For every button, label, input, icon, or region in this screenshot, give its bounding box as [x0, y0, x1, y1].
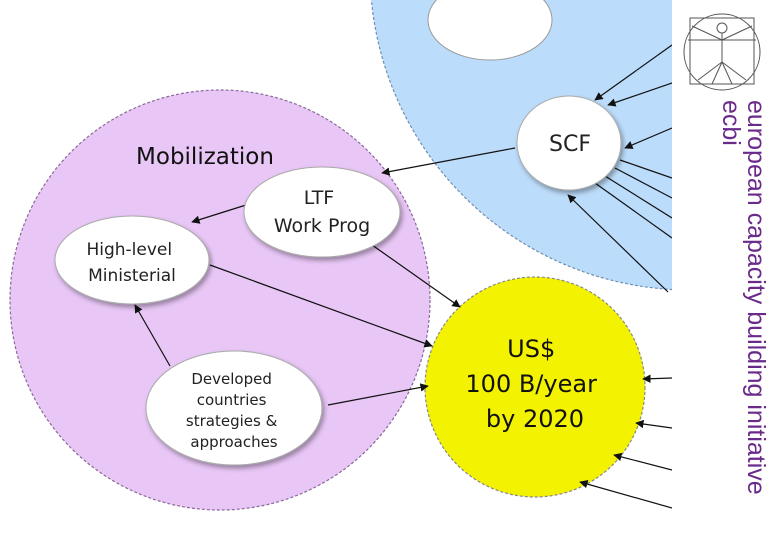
developed-label-line-2: countries [197, 391, 267, 409]
svg-text:SCF: SCF [549, 132, 591, 157]
developed-label-line-3: strategies & [186, 412, 278, 430]
arrow-ltf-to-goal [364, 239, 461, 308]
arrow-scf-to-goal [567, 194, 669, 293]
high-level-node [54, 215, 210, 305]
arrow-ltf-to-high-level [191, 204, 247, 224]
goal-label-line-3: by 2020 [486, 405, 584, 433]
arrow-developed-to-goal [327, 383, 429, 406]
arrow-in-scf-2 [594, 44, 672, 101]
svg-text:Developed countries: Developed countries strategies & approac… [186, 370, 282, 451]
arrow-out-scf-2 [614, 167, 672, 199]
high-level-label-line-1: High-level [86, 240, 172, 260]
svg-text:High-level Ministerial: High-level Ministerial [86, 240, 177, 286]
arrow-out-scf-4 [594, 182, 672, 239]
ltf-node [243, 166, 401, 258]
arrow-high-level-to-goal [209, 264, 433, 348]
arrow-in-goal-1 [642, 374, 672, 383]
arrow-in-scf-1 [607, 82, 672, 107]
arrow-in-goal-2 [635, 419, 672, 429]
developed-node [145, 350, 323, 466]
ltf-label-line-2: Work Prog [274, 215, 370, 237]
arrow-in-goal-4 [579, 480, 672, 509]
ltf-label-line-1: LTF [304, 187, 335, 209]
arrow-scf-to-ltf [381, 147, 516, 176]
scf-label: SCF [549, 132, 591, 157]
brand-name-text: european capacity building initiative [742, 100, 770, 495]
goal-label-line-1: US$ [507, 335, 555, 363]
scf-node [516, 95, 622, 191]
developed-label-line-1: Developed [191, 370, 272, 388]
arrow-in-scf-3 [624, 127, 672, 149]
brand-acronym-text: ecbi [717, 100, 745, 146]
mobilization-title: Mobilization [136, 144, 274, 170]
arrow-out-scf-3 [604, 175, 672, 219]
developed-label-line-4: approaches [190, 433, 277, 451]
high-level-label-line-2: Ministerial [88, 266, 176, 286]
vitruvian-man-logo [683, 13, 761, 91]
arrow-in-goal-3 [613, 452, 672, 471]
svg-text:US$ 100 B/year by: US$ 100 B/year by 2020 [465, 335, 604, 433]
top-partial-node [427, 0, 553, 61]
arrow-out-scf-1 [619, 159, 672, 179]
arrow-developed-to-high-level [134, 304, 171, 367]
goal-label-line-2: 100 B/year [465, 370, 597, 398]
svg-text:LTF Work Prog: LTF Work Prog [274, 187, 370, 237]
